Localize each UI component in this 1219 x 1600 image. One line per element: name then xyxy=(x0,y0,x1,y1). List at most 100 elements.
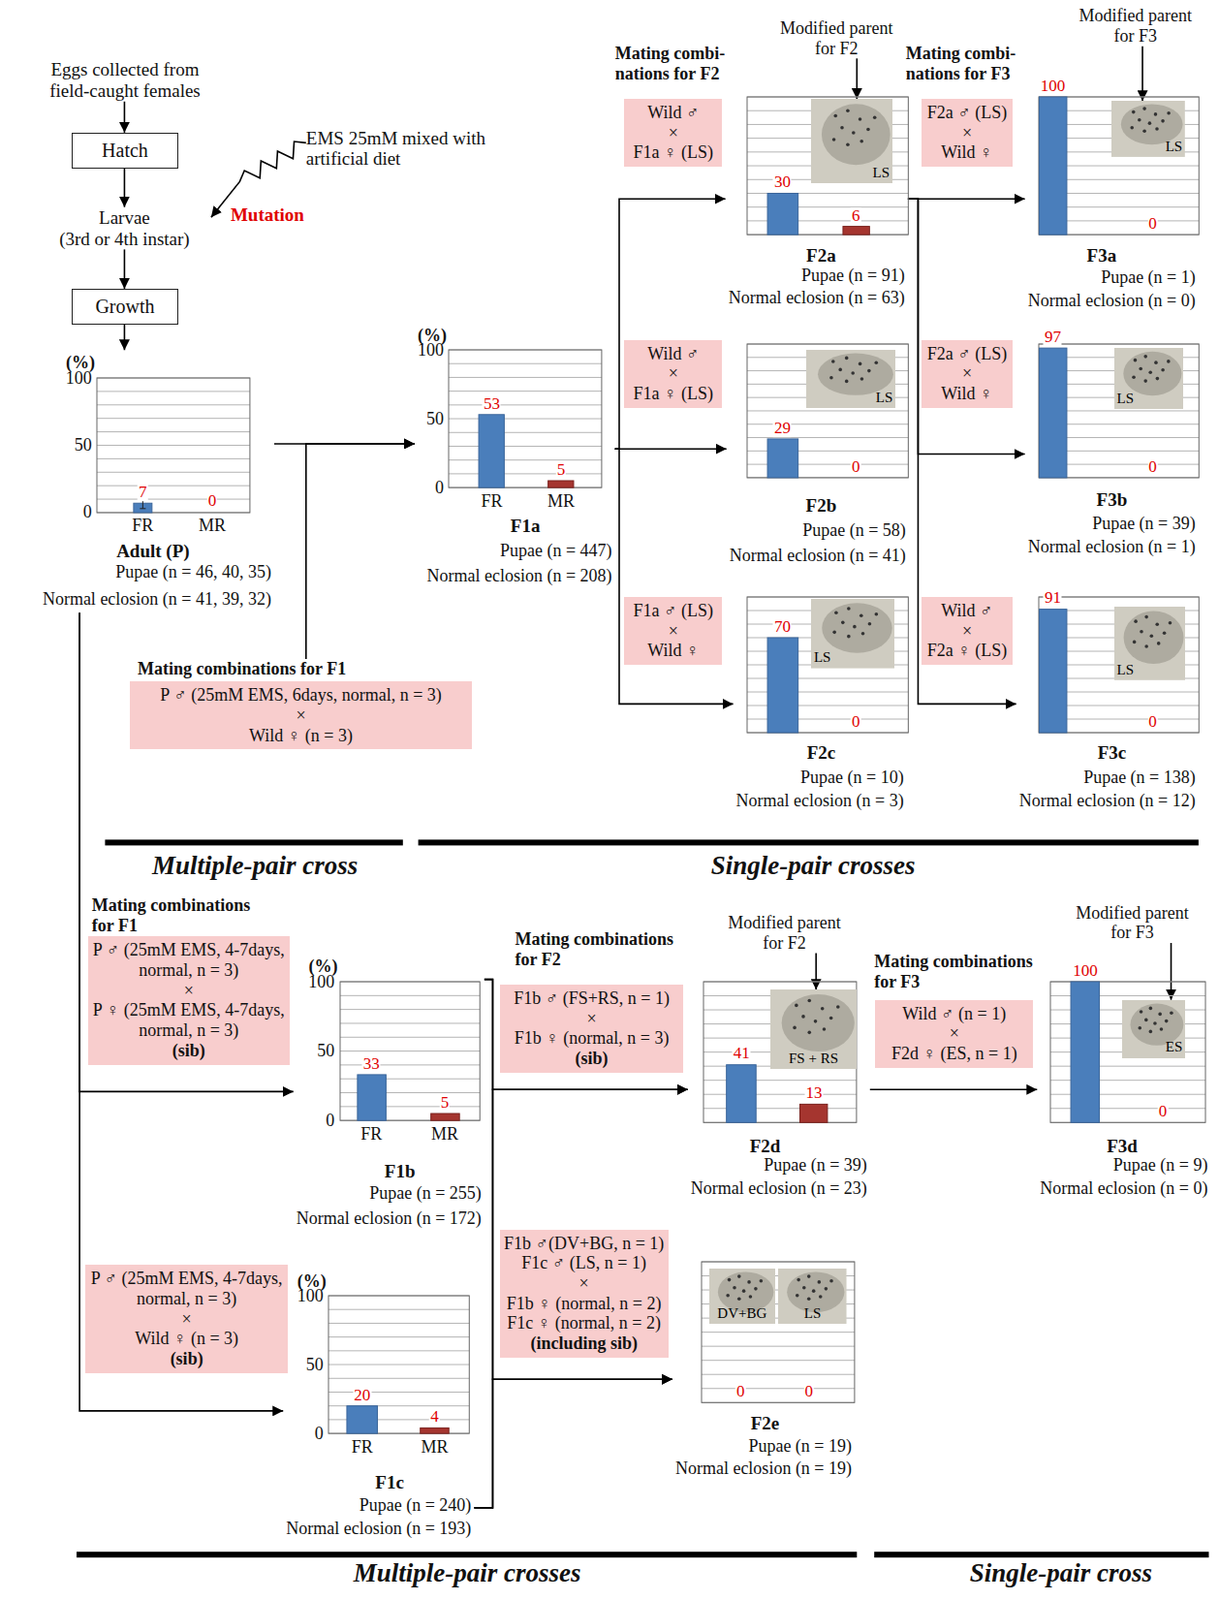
connector-arrow xyxy=(615,448,734,704)
node-text: Eggs collected from field-caught females xyxy=(35,59,215,102)
box-label: Hatch xyxy=(76,139,175,162)
bar-value: 0 xyxy=(1147,215,1158,233)
bar xyxy=(1070,981,1099,1123)
bar-value: 100 xyxy=(1071,962,1099,980)
gridline xyxy=(340,995,480,997)
mating-box: Mating combinations for F3Wild ♂ (n = 1)… xyxy=(874,951,1040,1067)
text-node: Modified parent for F3 xyxy=(1068,5,1202,46)
gridline xyxy=(448,363,602,365)
node-text: Larvae xyxy=(37,207,212,229)
mating-line: (sib) xyxy=(88,1348,284,1370)
photo-label: LS xyxy=(813,649,832,666)
mating-line: F1b ♂(DV+BG, n = 1) xyxy=(502,1233,666,1254)
gridline xyxy=(701,1359,855,1361)
connector-arrow xyxy=(124,101,126,133)
gridline xyxy=(96,404,251,406)
axis-tick: 50 xyxy=(306,1354,324,1376)
gridline xyxy=(96,484,251,486)
bar-value: 29 xyxy=(773,419,792,438)
photo-label: DV+BG xyxy=(717,1305,767,1322)
plot-frame xyxy=(96,377,251,513)
pink-panel: F1b ♂(DV+BG, n = 1)F1c ♂ (LS, n = 1)×F1b… xyxy=(500,1229,669,1358)
mating-line: (sib) xyxy=(91,1040,287,1062)
bar-value: 13 xyxy=(805,1084,824,1102)
bar-value: 91 xyxy=(1043,590,1063,608)
chart-caption: Pupae (n = 91) xyxy=(801,265,906,286)
box-heading: Mating combinations for F1 xyxy=(137,658,444,680)
section-bar xyxy=(104,839,403,845)
bar-chart: (%)10050070FRMRAdult (P)Pupae (n = 46, 4… xyxy=(39,349,275,613)
bar xyxy=(767,192,799,235)
chart-caption: Pupae (n = 46, 40, 35) xyxy=(115,562,272,583)
chart-caption: Normal eclosion (n = 193) xyxy=(285,1518,471,1539)
bar-category: FR xyxy=(360,1124,382,1145)
connector-arrow xyxy=(124,249,126,289)
gridline xyxy=(328,1336,469,1338)
bar-value: 30 xyxy=(773,174,792,192)
axis-tick: 50 xyxy=(74,435,93,456)
bar xyxy=(1038,347,1066,478)
box-heading: Mating combi- nations for F2 xyxy=(615,43,744,84)
mating-line: Wild ♀ xyxy=(924,383,1011,405)
mating-line: × xyxy=(502,1008,681,1030)
gridline xyxy=(701,1374,855,1376)
mating-line: F2a ♀ (LS) xyxy=(924,640,1011,661)
mating-line: F2a ♂ (LS) xyxy=(924,343,1011,365)
plot-frame xyxy=(1038,343,1199,478)
node-text: Modified parent for F3 xyxy=(1068,5,1202,46)
pink-panel: P ♂ (25mM EMS, 4-7days, normal, n = 3)×W… xyxy=(85,1264,287,1373)
bar xyxy=(1038,608,1066,732)
photo-label: LS xyxy=(1165,138,1184,156)
mating-line: F1c ♂ (LS, n = 1) xyxy=(502,1252,666,1274)
plot-frame xyxy=(340,981,480,1121)
chart-name: F2c xyxy=(807,742,837,764)
gridline xyxy=(747,437,908,438)
bar-chart: ES1000F3dPupae (n = 9)Normal eclosion (n… xyxy=(1036,959,1211,1202)
bar-category: MR xyxy=(547,491,575,512)
mating-line: F1b ♀ (normal, n = 3) xyxy=(502,1028,681,1049)
pink-panel: F1a ♂ (LS)×Wild ♀ xyxy=(624,596,722,665)
gridline xyxy=(340,1035,480,1037)
connector-arrow xyxy=(615,198,726,449)
plot-frame xyxy=(703,981,857,1123)
section-label: Multiple-pair crosses xyxy=(353,1558,582,1589)
gridline xyxy=(448,445,602,447)
butterfly-photo: LS xyxy=(811,598,895,669)
mating-box: Mating combinations for F1P ♂ (25mM EMS,… xyxy=(129,658,473,750)
bar-category: MR xyxy=(198,515,226,536)
mating-line: × xyxy=(626,621,719,642)
butterfly-photo: LS xyxy=(811,98,893,184)
chart-caption: Pupae (n = 10) xyxy=(800,767,905,788)
mating-line: (including sib) xyxy=(502,1333,666,1354)
mating-line: F1a ♂ (LS) xyxy=(626,600,719,622)
gridline xyxy=(328,1309,469,1311)
plot-frame xyxy=(328,1295,469,1434)
axis-tick: 0 xyxy=(435,477,444,499)
node-text: EMS 25mM mixed with artificial diet xyxy=(306,127,541,171)
mating-box: Mating combi- nations for F3F2a ♂ (LS)×W… xyxy=(906,43,1022,167)
bar-chart: LS290F2bPupae (n = 58)Normal eclosion (n… xyxy=(726,343,909,569)
mating-box: Mating combinations for F1P ♂ (25mM EMS,… xyxy=(88,895,290,1064)
butterfly-photo: ES xyxy=(1122,1000,1186,1059)
chart-caption: Normal eclosion (n = 3) xyxy=(736,790,905,812)
bar-value: 0 xyxy=(1157,1102,1169,1121)
bar-category: FR xyxy=(351,1437,374,1458)
mating-line: × xyxy=(626,363,719,384)
axis-tick: 100 xyxy=(65,367,93,388)
bar xyxy=(548,480,574,488)
bar-category: FR xyxy=(480,491,502,512)
mating-box: Wild ♂×F2a ♀ (LS) xyxy=(921,596,1014,665)
gridline xyxy=(328,1322,469,1324)
mating-line: F2d ♀ (ES, n = 1) xyxy=(877,1043,1031,1064)
gridline xyxy=(701,1331,855,1333)
mating-line: P ♂ (25mM EMS, 4-7days, normal, n = 3) xyxy=(91,939,287,980)
section-label: Single-pair crosses xyxy=(711,850,916,881)
section-label: Multiple-pair cross xyxy=(152,850,358,881)
plot-frame xyxy=(747,596,908,733)
chart-name: F2d xyxy=(750,1135,782,1157)
connector-arrow xyxy=(855,58,858,99)
axis-tick: 100 xyxy=(308,970,335,992)
chart-caption: Pupae (n = 240) xyxy=(359,1495,472,1516)
chart-name: F1a xyxy=(510,515,541,537)
bar-chart: (%)100500335FRMRF1bPupae (n = 255)Normal… xyxy=(293,953,485,1232)
